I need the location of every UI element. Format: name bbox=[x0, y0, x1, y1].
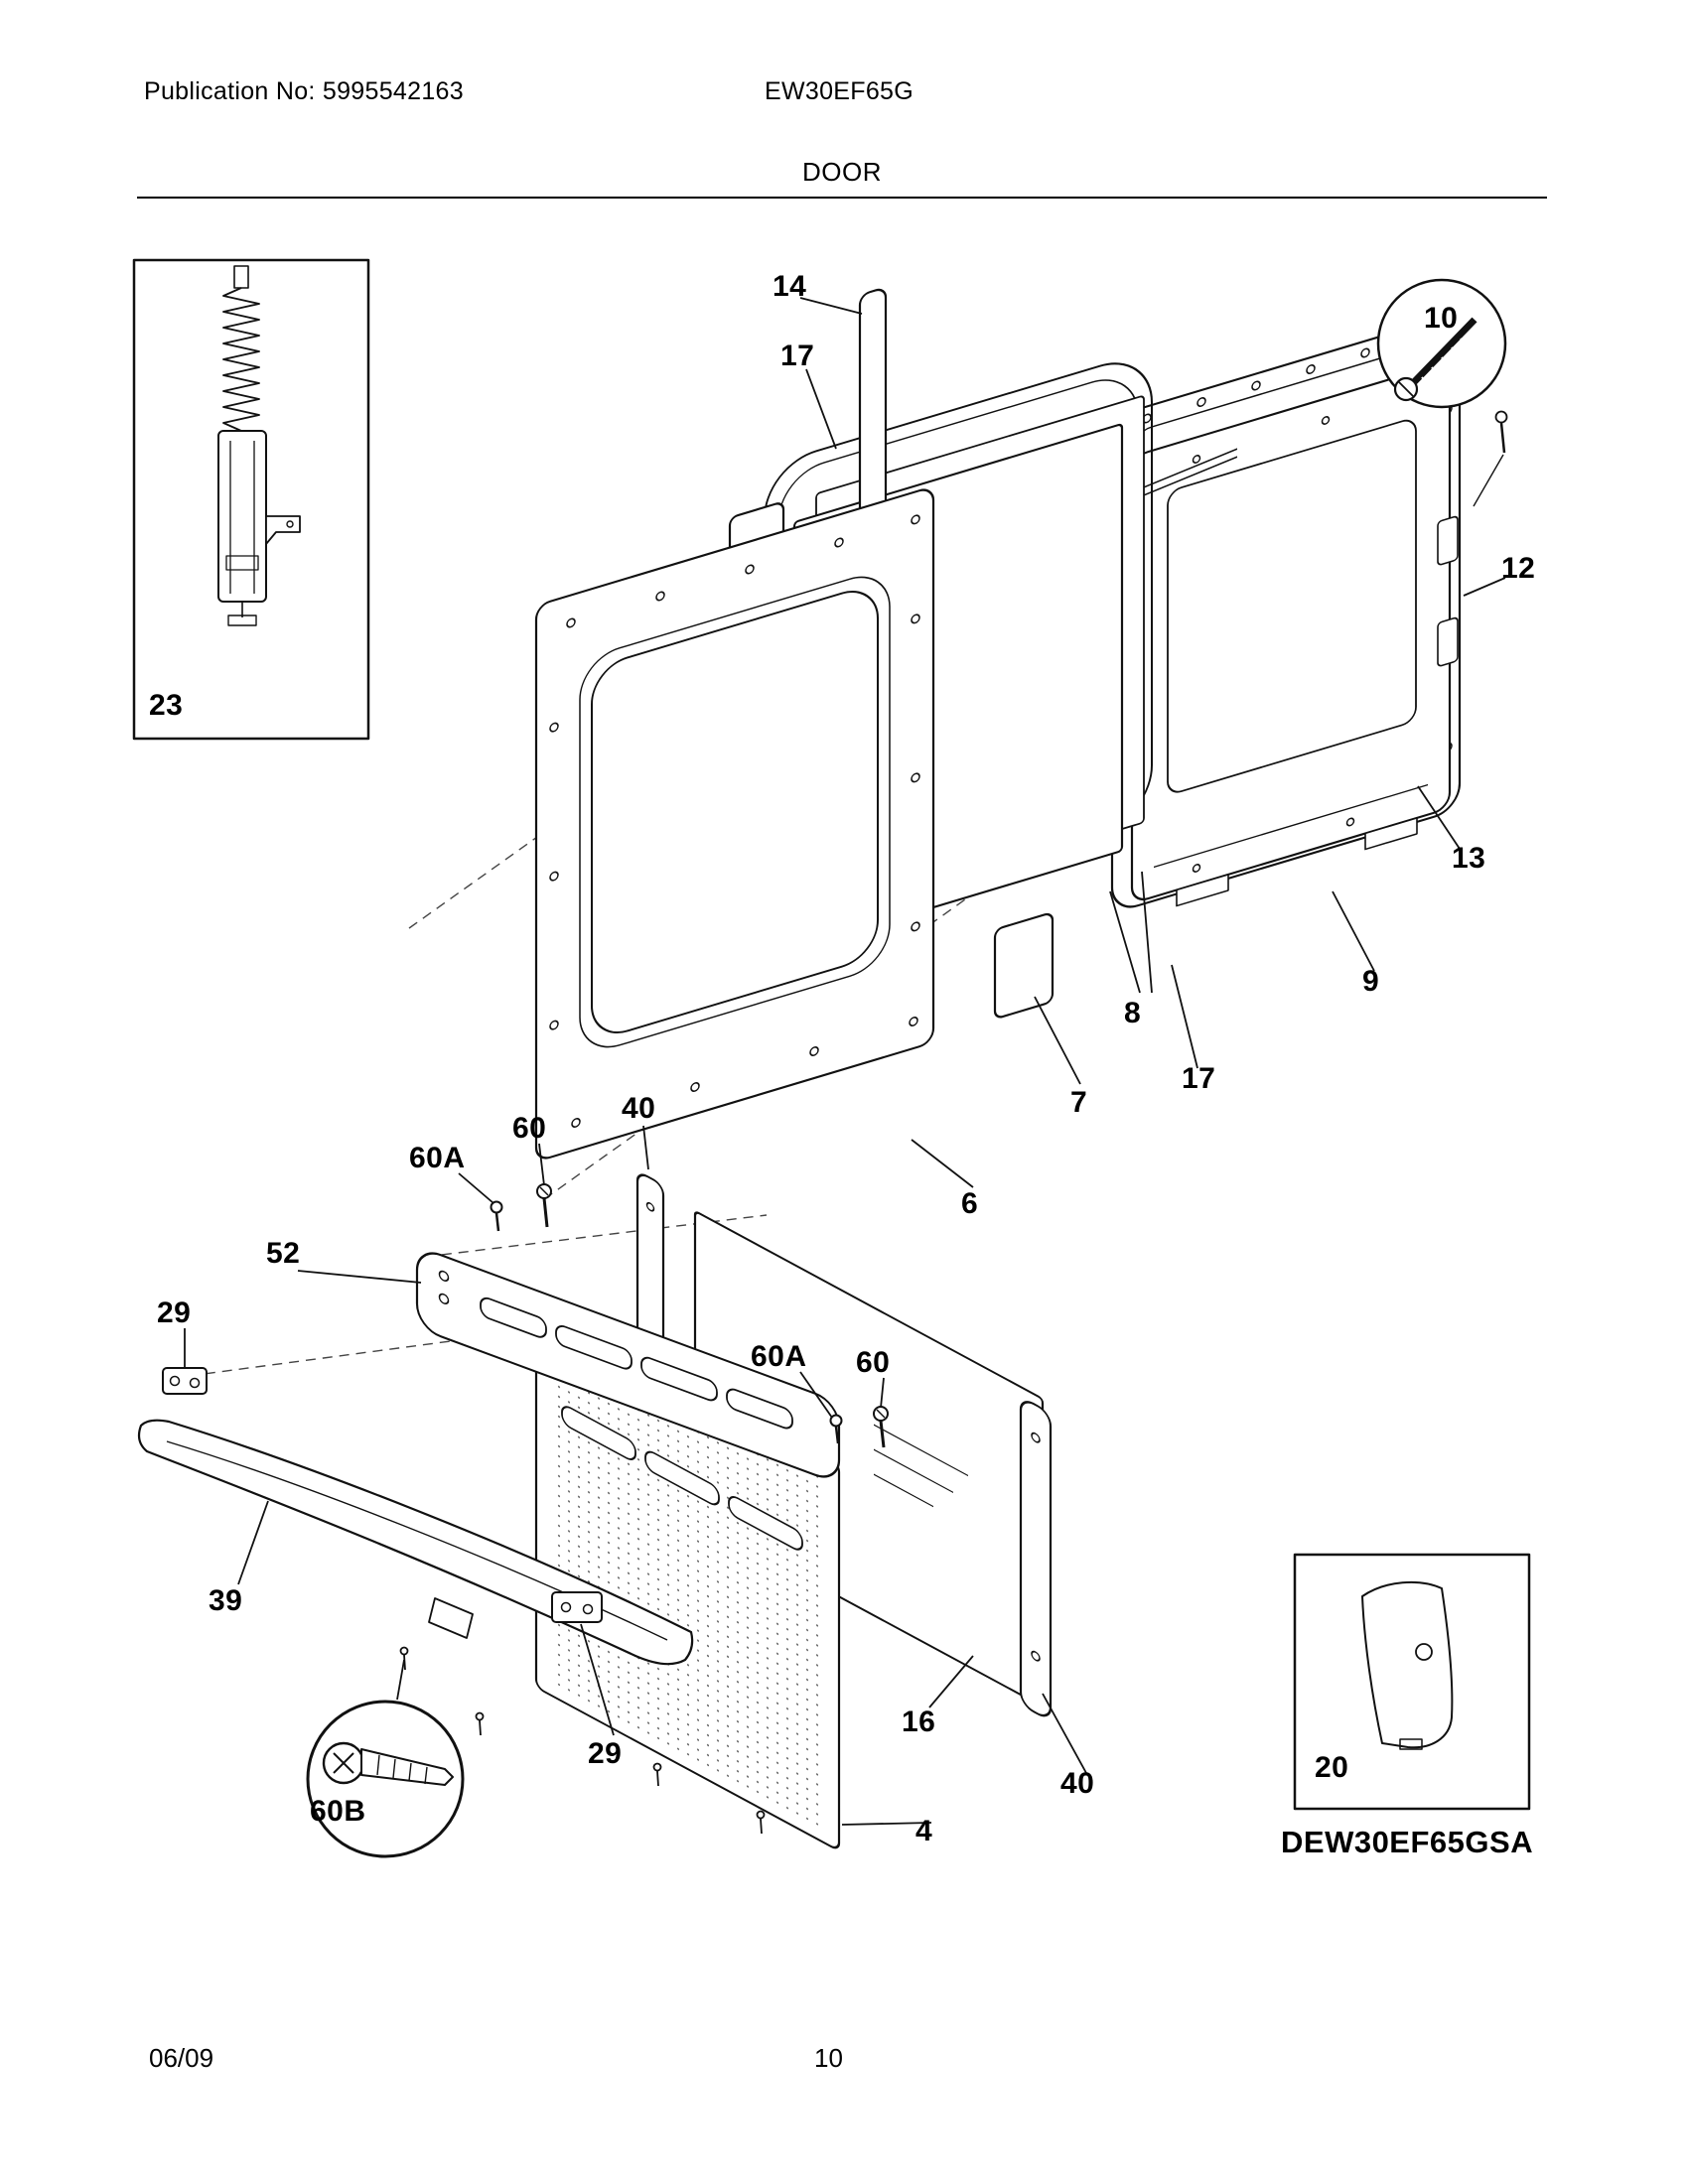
callout-23: 23 bbox=[149, 689, 184, 722]
callout-17: 17 bbox=[780, 340, 815, 372]
callout-60A: 60A bbox=[409, 1142, 466, 1174]
callout-16: 16 bbox=[902, 1706, 936, 1738]
hinge-hook bbox=[265, 515, 301, 545]
lower-door-assembly bbox=[534, 1173, 1053, 1849]
callout-17b: 17 bbox=[1182, 1062, 1216, 1095]
screws-60-60A bbox=[490, 1183, 889, 1448]
callout-12: 12 bbox=[1501, 552, 1536, 585]
callout-13: 13 bbox=[1452, 842, 1486, 875]
callout-4: 4 bbox=[915, 1815, 933, 1847]
callout-60b: 60 bbox=[856, 1346, 891, 1379]
screw-shaft bbox=[360, 1748, 454, 1786]
inset-baffle-20 bbox=[1293, 1553, 1531, 1811]
callout-circle-10 bbox=[1376, 278, 1508, 507]
spring-coil bbox=[222, 287, 260, 432]
footer-page-number: 10 bbox=[814, 2043, 843, 2073]
part-inner-liner-9 bbox=[1130, 363, 1459, 907]
part-rail-40-right bbox=[1019, 1401, 1053, 1717]
leader-lines bbox=[184, 297, 1506, 1826]
callout-60: 60 bbox=[512, 1112, 547, 1145]
callout-6: 6 bbox=[961, 1187, 979, 1220]
callout-29b: 29 bbox=[588, 1737, 623, 1770]
callout-circle-60B bbox=[306, 1700, 465, 1858]
header-rule bbox=[137, 197, 1547, 199]
part-bracket-29-center bbox=[551, 1591, 603, 1623]
footer-date: 06/09 bbox=[149, 2043, 214, 2073]
screw-shaft bbox=[1410, 317, 1477, 386]
upper-door-assembly bbox=[534, 288, 1462, 1160]
callout-60B: 60B bbox=[310, 1795, 366, 1828]
part-bracket-29-left bbox=[162, 1367, 208, 1395]
callout-20: 20 bbox=[1315, 1751, 1349, 1784]
small-screws bbox=[399, 1646, 766, 1835]
callout-8: 8 bbox=[1124, 997, 1142, 1029]
baffle-shape bbox=[1361, 1580, 1454, 1749]
callout-7: 7 bbox=[1070, 1086, 1088, 1119]
callout-40b: 40 bbox=[1060, 1767, 1095, 1800]
page-title: DOOR bbox=[802, 157, 882, 187]
callout-39: 39 bbox=[209, 1584, 243, 1617]
callout-60Ab: 60A bbox=[751, 1340, 807, 1373]
model-number: EW30EF65G bbox=[765, 77, 914, 105]
callout-10: 10 bbox=[1424, 302, 1459, 335]
callout-9: 9 bbox=[1362, 965, 1380, 998]
part-outer-door-panel-6 bbox=[534, 488, 935, 1160]
callout-52: 52 bbox=[266, 1237, 301, 1270]
callout-29: 29 bbox=[157, 1297, 192, 1329]
callout-40: 40 bbox=[622, 1092, 656, 1125]
callout-14: 14 bbox=[773, 270, 807, 303]
publication-number: Publication No: 5995542163 bbox=[144, 77, 464, 105]
assembly-model-code: DEW30EF65GSA bbox=[1281, 1825, 1534, 1859]
inset-hinge-spring-23 bbox=[132, 258, 370, 741]
